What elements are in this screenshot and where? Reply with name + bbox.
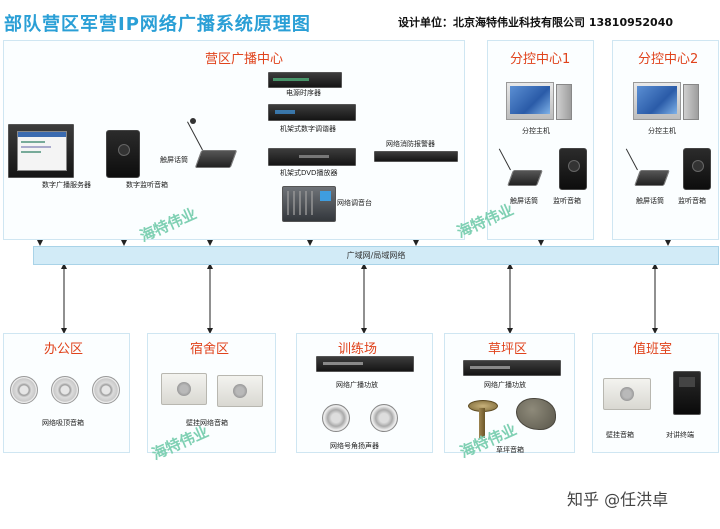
duty-wall-speaker-label: 壁挂音箱 <box>606 431 634 439</box>
sub-center-1-title: 分控中心1 <box>510 52 571 67</box>
source-credit: 知乎 @任洪卓 <box>567 490 669 509</box>
diagram-title: 部队营区军营IP网络广播系统原理图 <box>4 14 311 35</box>
sub1-mic-icon <box>498 146 544 188</box>
zone-lawn-title: 草坪区 <box>488 342 528 357</box>
power-sequencer-icon <box>268 72 342 88</box>
network-bus-label: 广域网/局域网络 <box>346 251 406 260</box>
sub2-pc-monitor-icon <box>633 82 681 120</box>
zone-dorm-item-label: 壁挂网络音箱 <box>186 419 228 427</box>
sub2-pc-tower-icon <box>683 84 699 120</box>
power-sequencer-label: 电源时序器 <box>286 89 321 97</box>
touch-mic-icon <box>186 118 238 170</box>
wall-speaker-icon-2 <box>217 375 263 407</box>
sub1-speaker-label: 监听音箱 <box>553 197 581 205</box>
digital-server-label: 数字广播服务器 <box>42 181 91 189</box>
sub1-host-label: 分控主机 <box>522 127 550 135</box>
zone-lawn <box>444 333 575 453</box>
sub1-mic-label: 触屏话筒 <box>510 197 538 205</box>
monitor-speaker-icon <box>106 130 140 178</box>
lawn-amp-label: 网络广播功放 <box>484 381 526 389</box>
zone-office-item-label: 网络吸顶音箱 <box>42 419 84 427</box>
rack-dvd-label: 机架式DVD播放器 <box>280 169 338 177</box>
lawn-speaker-post-icon <box>468 400 498 440</box>
intercom-terminal-icon <box>673 371 701 415</box>
sub-center-2-title: 分控中心2 <box>638 52 699 67</box>
touch-mic-label: 触屏话筒 <box>160 156 188 164</box>
intercom-terminal-label: 对讲终端 <box>666 431 694 439</box>
training-amp-icon <box>316 356 414 372</box>
network-bus: 广域网/局域网络 <box>33 246 719 265</box>
digital-server-icon <box>8 124 74 178</box>
sub-center-2-zone <box>612 40 719 240</box>
fire-alarm-label: 网络消防报警器 <box>386 140 435 148</box>
zone-training-title: 训练场 <box>338 342 378 357</box>
sub2-host-label: 分控主机 <box>648 127 676 135</box>
sub2-mic-icon <box>625 146 671 188</box>
ceiling-speaker-icon-1 <box>10 376 38 404</box>
monitor-speaker-label: 数字监听音箱 <box>126 181 168 189</box>
wall-speaker-icon-1 <box>161 373 207 405</box>
lawn-amp-icon <box>463 360 561 376</box>
rack-tuner-label: 机架式数字调谐器 <box>280 125 336 133</box>
mixer-icon <box>282 186 336 222</box>
broadcast-center-zone <box>3 40 465 240</box>
horn-speaker-icon-2 <box>370 404 398 432</box>
sub1-monitor-speaker-icon <box>559 148 587 190</box>
rack-tuner-icon <box>268 104 356 121</box>
duty-wall-speaker-icon <box>603 378 651 410</box>
horn-speaker-icon-1 <box>322 404 350 432</box>
training-amp-label: 网络广播功放 <box>336 381 378 389</box>
ceiling-speaker-icon-2 <box>51 376 79 404</box>
ceiling-speaker-icon-3 <box>92 376 120 404</box>
designer-info: 设计单位：北京海特伟业科技有限公司 13810952040 <box>398 16 674 29</box>
training-horn-label: 网络号角扬声器 <box>330 442 379 450</box>
mixer-label: 网络调音台 <box>337 199 372 207</box>
zone-dorm-title: 宿舍区 <box>190 342 230 357</box>
sub2-monitor-speaker-icon <box>683 148 711 190</box>
fire-alarm-icon <box>374 151 458 162</box>
lawn-speaker-label: 草坪音箱 <box>496 446 524 454</box>
sub1-pc-monitor-icon <box>506 82 554 120</box>
sub2-speaker-label: 监听音箱 <box>678 197 706 205</box>
zone-duty-room-title: 值班室 <box>633 342 673 357</box>
zone-office-title: 办公区 <box>44 342 84 357</box>
sub1-pc-tower-icon <box>556 84 572 120</box>
zone-training <box>296 333 433 453</box>
rack-dvd-icon <box>268 148 356 166</box>
sub2-mic-label: 触屏话筒 <box>636 197 664 205</box>
broadcast-center-title: 营区广播中心 <box>205 52 284 67</box>
lawn-rock-speaker-icon <box>516 398 556 430</box>
sub-center-1-zone <box>487 40 594 240</box>
